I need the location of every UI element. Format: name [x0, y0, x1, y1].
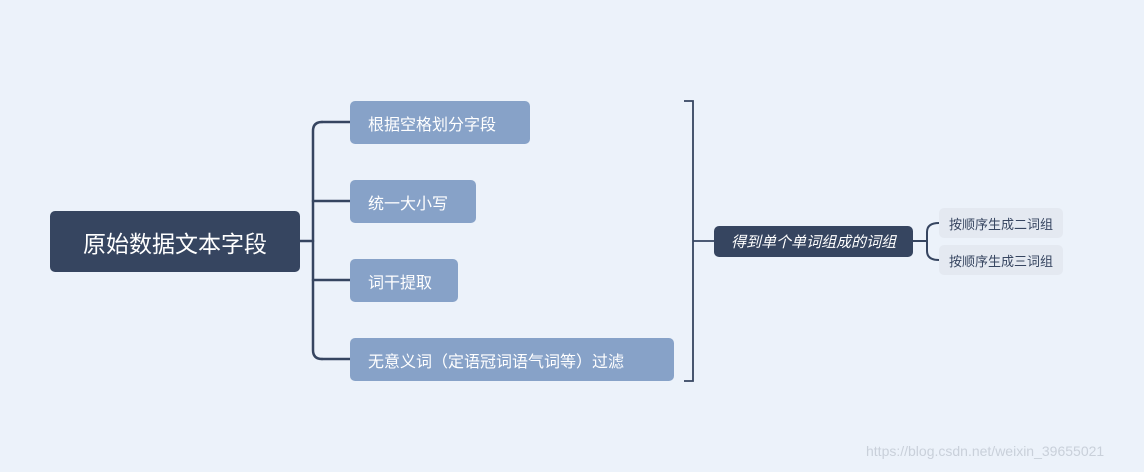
step-node-stopword-filter[interactable]: 无意义词（定语冠词语气词等）过滤 — [350, 338, 674, 381]
root-label: 原始数据文本字段 — [83, 231, 267, 258]
root-node[interactable]: 原始数据文本字段 — [50, 211, 300, 272]
output-node-bigram[interactable]: 按顺序生成二词组 — [939, 208, 1063, 238]
summary-bracket — [684, 100, 694, 382]
output-label: 按顺序生成二词组 — [948, 217, 1053, 233]
summary-label: 得到单个单词组成的词组 — [730, 233, 896, 251]
step-label: 统一大小写 — [368, 193, 449, 213]
step-label: 无意义词（定语冠词语气词等）过滤 — [368, 351, 625, 371]
step-label: 根据空格划分字段 — [368, 114, 497, 134]
summary-node[interactable]: 得到单个单词组成的词组 — [714, 226, 913, 257]
step-label: 词干提取 — [368, 272, 433, 292]
watermark-text: https://blog.csdn.net/weixin_39655021 — [866, 443, 1105, 459]
output-label: 按顺序生成三词组 — [948, 254, 1053, 270]
step-node-stemming[interactable]: 词干提取 — [350, 259, 458, 302]
output-node-trigram[interactable]: 按顺序生成三词组 — [939, 245, 1063, 275]
outputs-trunk — [926, 222, 940, 261]
step-node-split[interactable]: 根据空格划分字段 — [350, 101, 530, 144]
step-node-lowercase[interactable]: 统一大小写 — [350, 180, 476, 223]
steps-trunk — [311, 120, 324, 361]
